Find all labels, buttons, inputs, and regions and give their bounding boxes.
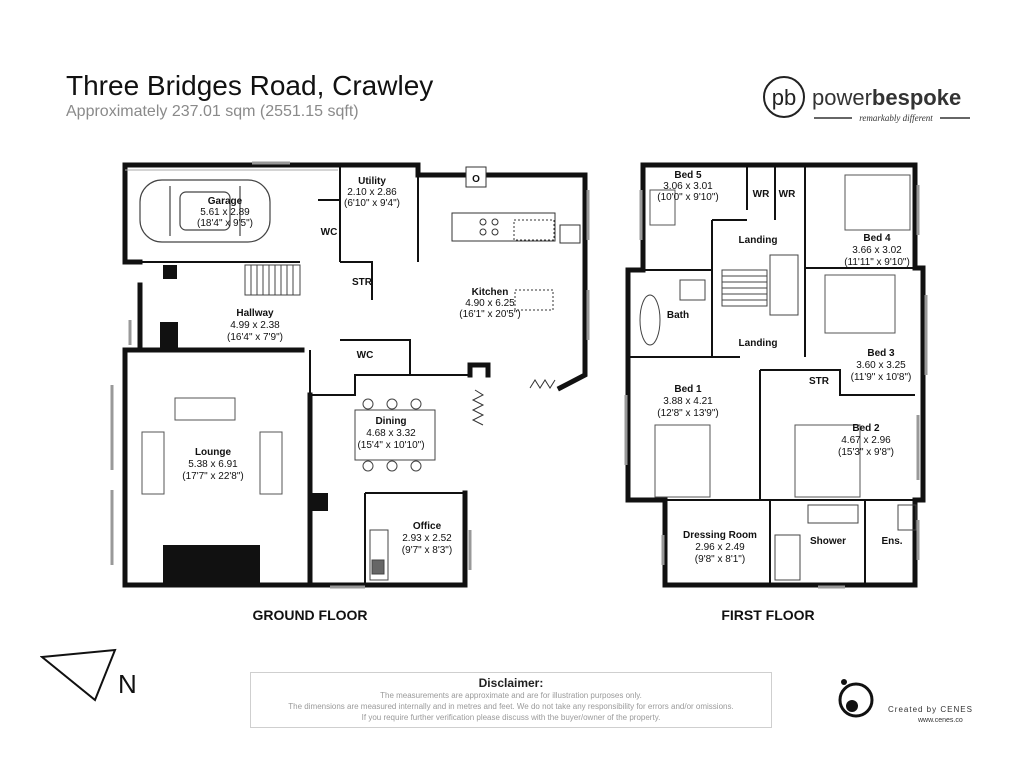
garage-name: Garage [208, 196, 243, 207]
kitchen-island [451, 212, 581, 311]
stairs-ground [244, 264, 301, 296]
str-ground: STR [352, 277, 373, 288]
bed2-imperial: (15'3" x 9'8") [838, 447, 894, 458]
landing-lower: Landing [739, 338, 778, 349]
lounge-imperial: (17'7" x 22'8") [182, 471, 244, 482]
logo-name-part2: bespoke [872, 85, 961, 110]
dining-table [354, 398, 436, 472]
bed5-imperial: (10'0" x 9'10") [657, 192, 719, 203]
office-metric: 2.93 x 2.52 [402, 533, 452, 544]
credit-line-2: www.cenes.co [917, 717, 963, 724]
landing-upper: Landing [739, 235, 778, 246]
disclaimer-box: Disclaimer: The measurements are approxi… [250, 672, 772, 728]
first-floor-label: FIRST FLOOR [721, 607, 815, 623]
lounge-metric: 5.38 x 6.91 [188, 459, 238, 470]
bed1-metric: 3.88 x 4.21 [663, 396, 713, 407]
cenes-logo-icon [838, 682, 874, 718]
lounge-sofas [141, 397, 283, 495]
stairs-first [721, 254, 799, 316]
utility-imperial: (6'10" x 9'4") [344, 198, 400, 209]
cenes-credit: Created by CENES www.cenes.co [838, 679, 973, 724]
bath-tub [639, 279, 706, 346]
dressing-name: Dressing Room [683, 530, 757, 541]
dining-metric: 4.68 x 3.32 [366, 428, 416, 439]
office-imperial: (9'7" x 8'3") [402, 545, 452, 556]
credit-line-1: Created by CENES [888, 705, 973, 714]
north-letter: N [118, 669, 137, 699]
bed1-name: Bed 1 [674, 384, 702, 395]
bed1-imperial: (12'8" x 13'9") [657, 408, 719, 419]
bed2-metric: 4.67 x 2.96 [841, 435, 891, 446]
disclaimer-line-3: If you require further verification plea… [361, 713, 661, 722]
ens-name: Ens. [881, 536, 902, 547]
logo-tagline: remarkably different [859, 113, 933, 123]
first-floor-outer-walls [625, 162, 926, 588]
wr-2: WR [779, 189, 796, 200]
bed4-metric: 3.66 x 3.02 [852, 245, 902, 256]
dressing-metric: 2.96 x 2.49 [695, 542, 745, 553]
wr-1: WR [753, 189, 770, 200]
hallway-name: Hallway [236, 308, 274, 319]
garage-imperial: (18'4" x 9'5") [197, 218, 253, 229]
kitchen-name: Kitchen [472, 287, 509, 298]
dining-name: Dining [375, 416, 406, 427]
utility-metric: 2.10 x 2.86 [347, 187, 397, 198]
disclaimer-line-1: The measurements are approximate and are… [380, 691, 642, 700]
beds [649, 174, 911, 498]
bed5-metric: 3.06 x 3.01 [663, 181, 713, 192]
bed3-imperial: (11'9" x 10'8") [851, 372, 912, 383]
oven-label: O [472, 174, 480, 185]
svg-text:powerbespoke: powerbespoke [812, 85, 961, 110]
first-windows [624, 185, 928, 589]
kitchen-imperial: (16'1" x 20'5") [459, 309, 521, 320]
bed3-name: Bed 3 [867, 348, 895, 359]
str-first: STR [809, 376, 830, 387]
ground-floor-label: GROUND FLOOR [252, 607, 368, 623]
logo-name-part1: power [812, 85, 872, 110]
first-floor-inner-walls [628, 165, 915, 585]
garage-metric: 5.61 x 2.89 [200, 207, 250, 218]
wc-ground-1: WC [321, 227, 338, 238]
dining-imperial: (15'4" x 10'10") [357, 440, 424, 451]
property-area: Approximately 237.01 sqm (2551.15 sqft) [66, 103, 359, 120]
kitchen-metric: 4.90 x 6.25 [465, 298, 515, 309]
dressing-imperial: (9'8" x 8'1") [695, 554, 745, 565]
utility-name: Utility [358, 176, 386, 187]
north-arrow-icon: N [40, 648, 137, 702]
hallway-metric: 4.99 x 2.38 [230, 320, 280, 331]
wc-ground-2: WC [357, 350, 374, 361]
office-desk [369, 529, 389, 581]
car-icon [139, 179, 271, 243]
disclaimer-heading: Disclaimer: [478, 676, 544, 690]
shower-fixtures [774, 504, 917, 581]
bed4-imperial: (11'11" x 9'10") [844, 257, 910, 268]
logo-monogram: pb [772, 85, 796, 110]
office-name: Office [413, 521, 442, 532]
ground-floor-inner-walls [125, 165, 470, 585]
shower-name: Shower [810, 536, 846, 547]
hallway-imperial: (16'4" x 7'9") [227, 332, 283, 343]
bed3-metric: 3.60 x 3.25 [856, 360, 906, 371]
bed4-name: Bed 4 [863, 233, 891, 244]
disclaimer-line-2: The dimensions are measured internally a… [288, 702, 734, 711]
lounge-name: Lounge [195, 447, 232, 458]
powerbespoke-logo: pb powerbespoke remarkably different [763, 76, 970, 123]
ground-windows [110, 161, 590, 589]
ground-floor-outer-walls [122, 162, 588, 588]
property-title: Three Bridges Road, Crawley [66, 70, 434, 101]
bed5-name: Bed 5 [674, 170, 702, 181]
bed2-name: Bed 2 [852, 423, 880, 434]
fireplace [163, 545, 260, 585]
bath-name: Bath [667, 310, 689, 321]
